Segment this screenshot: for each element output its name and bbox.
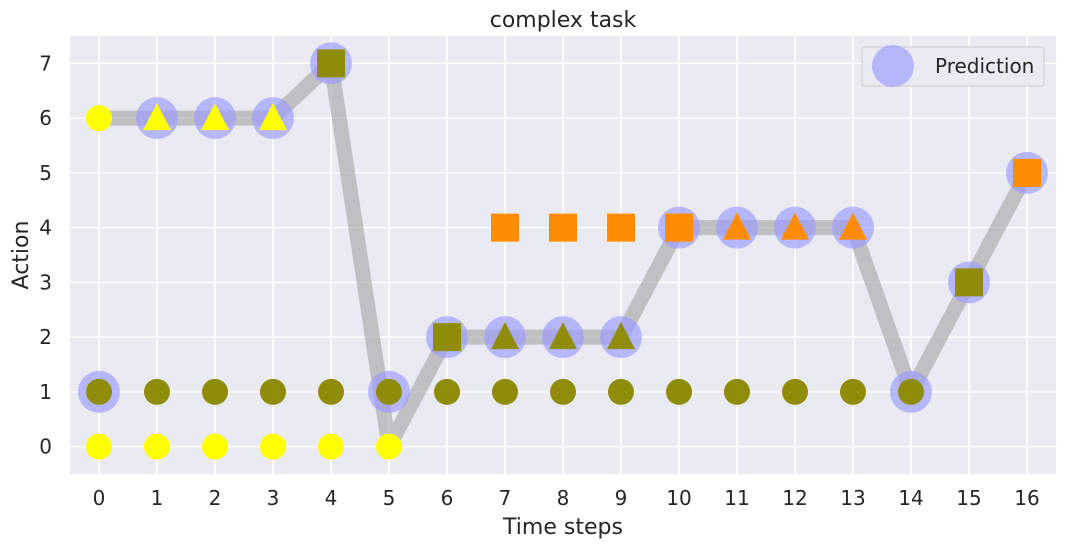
square-marker — [549, 213, 577, 242]
circle-marker — [608, 378, 634, 405]
x-tick-label: 8 — [557, 486, 570, 510]
legend-prediction-label: Prediction — [935, 54, 1034, 78]
y-tick-label: 7 — [39, 51, 52, 75]
x-tick-label: 13 — [840, 486, 865, 510]
square-marker — [491, 213, 519, 242]
x-tick-label: 10 — [666, 486, 691, 510]
circle-marker — [898, 378, 924, 405]
circle-marker — [260, 433, 286, 460]
circle-marker — [86, 433, 112, 460]
circle-marker — [144, 378, 170, 405]
square-marker — [433, 323, 461, 352]
x-tick-label: 3 — [267, 486, 280, 510]
x-tick-label: 7 — [499, 486, 512, 510]
x-axis-label: Time steps — [502, 515, 623, 540]
chart-title: complex task — [490, 8, 637, 33]
circle-marker — [724, 378, 750, 405]
triangle-marker — [259, 103, 287, 131]
x-tick-label: 2 — [209, 486, 222, 510]
legend-prediction-marker — [872, 45, 914, 87]
y-axis-label: Action — [9, 221, 34, 290]
triangle-marker — [143, 103, 171, 131]
y-tick-label: 2 — [39, 325, 52, 349]
circle-marker — [840, 378, 866, 405]
circle-marker — [318, 378, 344, 405]
y-tick-label: 5 — [39, 161, 52, 185]
circle-marker — [144, 433, 170, 460]
circle-marker — [86, 105, 112, 132]
x-tick-label: 1 — [151, 486, 164, 510]
triangle-marker — [723, 212, 751, 240]
x-tick-label: 9 — [615, 486, 628, 510]
x-tick-label: 0 — [93, 486, 106, 510]
triangle-marker — [491, 322, 519, 350]
x-tick-label: 14 — [898, 486, 923, 510]
circle-marker — [376, 378, 402, 405]
legend: Prediction — [861, 45, 1045, 87]
y-tick-label: 3 — [39, 270, 52, 294]
square-marker — [1013, 158, 1041, 187]
circle-marker — [202, 378, 228, 405]
circle-marker — [434, 378, 460, 405]
y-tick-label: 0 — [39, 435, 52, 459]
triangle-marker — [201, 103, 229, 131]
x-tick-label: 11 — [724, 486, 749, 510]
triangle-marker — [839, 212, 867, 240]
data-marks — [78, 42, 1048, 460]
circle-marker — [550, 378, 576, 405]
y-tick-labels: 0 1 2 3 4 5 6 7 — [39, 51, 52, 458]
circle-marker — [260, 378, 286, 405]
circle-marker — [666, 378, 692, 405]
circle-marker — [202, 433, 228, 460]
square-marker — [955, 268, 983, 297]
circle-marker — [492, 378, 518, 405]
y-tick-label: 6 — [39, 106, 52, 130]
x-tick-label: 5 — [383, 486, 396, 510]
square-marker — [317, 49, 345, 78]
circle-marker — [376, 433, 402, 460]
square-marker — [665, 213, 693, 242]
x-tick-label: 15 — [956, 486, 981, 510]
circle-marker — [318, 433, 344, 460]
x-tick-label: 16 — [1014, 486, 1039, 510]
x-tick-label: 4 — [325, 486, 338, 510]
triangle-marker — [607, 322, 635, 350]
triangle-marker — [549, 322, 577, 350]
y-tick-label: 1 — [39, 380, 52, 404]
square-marker — [607, 213, 635, 242]
x-tick-label: 12 — [782, 486, 807, 510]
x-tick-label: 6 — [441, 486, 454, 510]
triangle-marker — [781, 212, 809, 240]
circle-marker — [782, 378, 808, 405]
circle-marker — [86, 378, 112, 405]
y-tick-label: 4 — [39, 216, 52, 240]
